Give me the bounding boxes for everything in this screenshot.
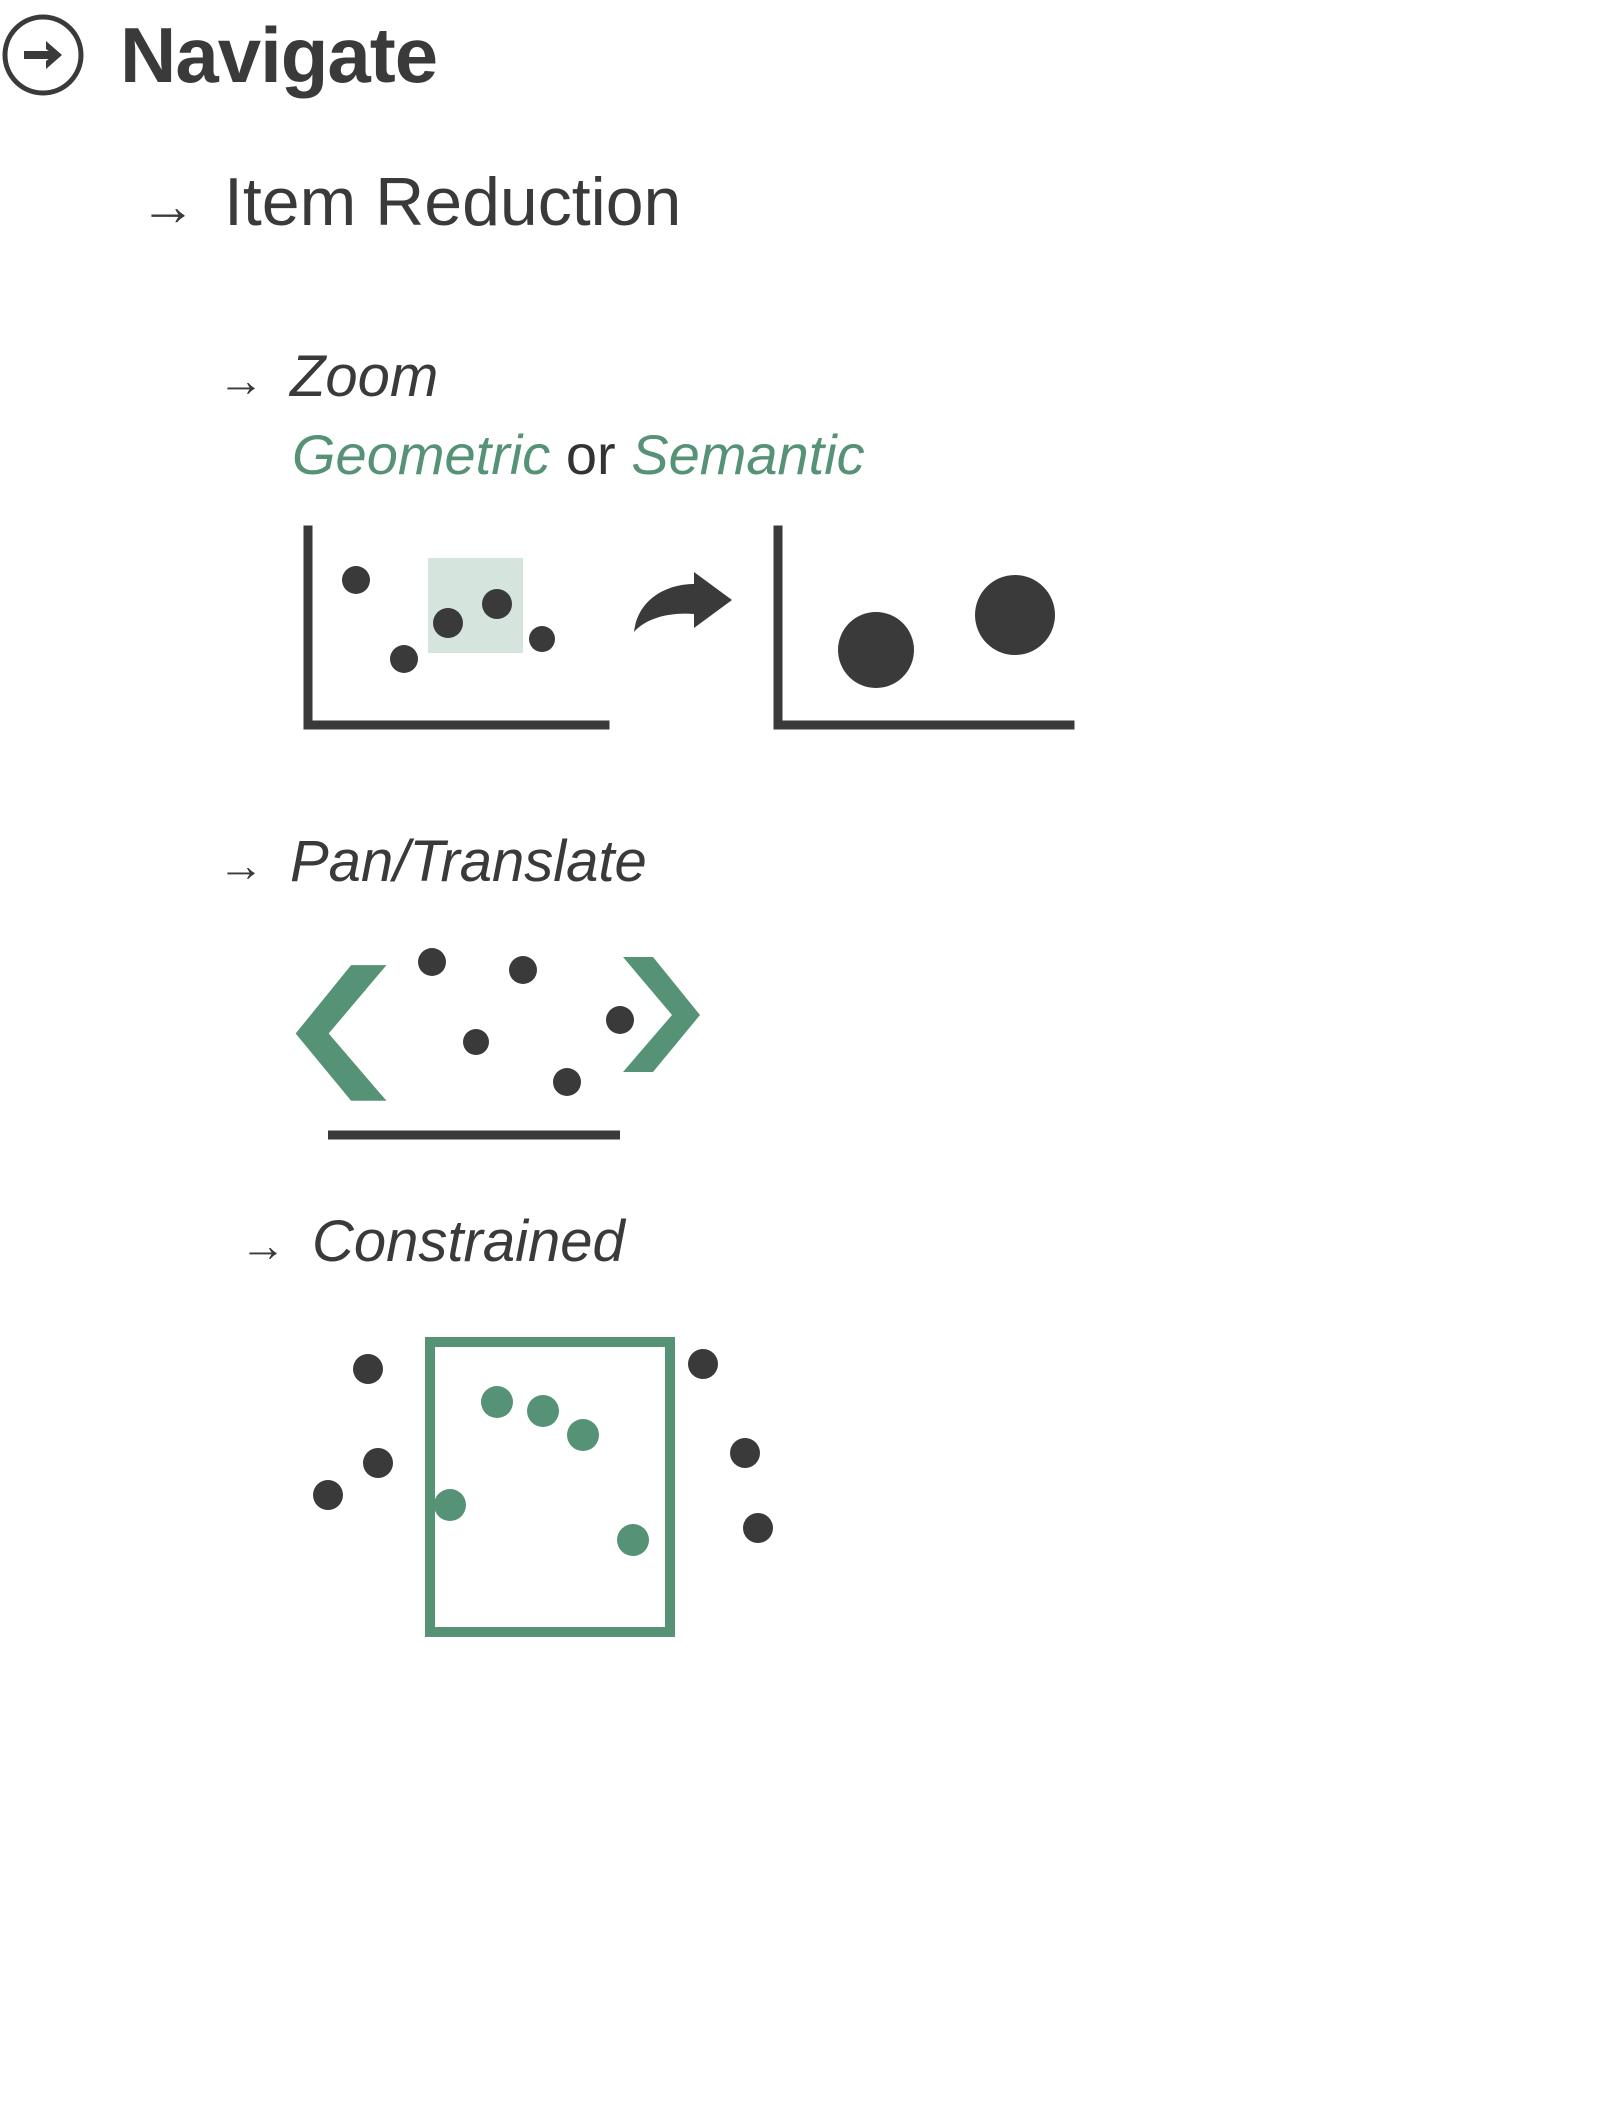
arrow-right-icon: →: [240, 1219, 286, 1271]
scatter-point: [418, 948, 446, 976]
scatter-point: [606, 1006, 634, 1034]
outline-label-zoom: Zoom: [290, 344, 439, 409]
scatter-point-outside: [688, 1349, 718, 1379]
scatter-point: [463, 1029, 489, 1055]
left-plot-axis: [303, 525, 610, 730]
constrained-illustration: [290, 1310, 810, 1640]
scatter-point-outside: [363, 1448, 393, 1478]
outline-item-constrained: → Constrained: [240, 1213, 625, 1271]
scatter-point-large: [838, 612, 914, 688]
right-plot-axis: [773, 525, 1075, 730]
zoom-caption-geometric: Geometric: [292, 423, 551, 486]
scatter-point: [342, 566, 370, 594]
scatter-point: [433, 608, 463, 638]
scatter-point-outside: [743, 1513, 773, 1543]
zoom-caption-semantic: Semantic: [631, 423, 865, 486]
scatter-point-inside: [567, 1419, 599, 1451]
outline-item-pan-translate: → Pan/Translate: [218, 833, 647, 891]
outline-item-zoom: → Zoom: [218, 348, 438, 406]
pan-illustration: [290, 920, 710, 1150]
scatter-point: [553, 1068, 581, 1096]
scatter-point: [482, 589, 512, 619]
page-title: Navigate: [120, 11, 438, 99]
outline-label-constrained: Constrained: [312, 1209, 625, 1274]
zoom-illustration: [280, 520, 1080, 760]
zoom-caption-connector: or: [550, 423, 632, 486]
scatter-point-inside: [434, 1489, 466, 1521]
scatter-point: [509, 956, 537, 984]
page-header: Navigate: [0, 11, 438, 99]
scatter-point-inside: [481, 1386, 513, 1418]
arrow-right-icon: →: [218, 839, 264, 891]
constraint-box: [425, 1337, 675, 1637]
zoom-caption: Geometric or Semantic: [292, 427, 865, 483]
outline-label-pan-translate: Pan/Translate: [290, 829, 647, 894]
curved-arrow-right-icon: [634, 572, 732, 632]
scatter-point: [529, 626, 555, 652]
scatter-point-outside: [353, 1354, 383, 1384]
circle-arrow-right-icon: [2, 14, 84, 96]
arrow-right-icon: →: [140, 174, 196, 237]
scatter-point-outside: [730, 1438, 760, 1468]
scatter-point-inside: [617, 1524, 649, 1556]
chevron-right-icon: [623, 957, 700, 1072]
arrow-right-icon: →: [218, 354, 264, 406]
chevron-left-icon: [295, 965, 387, 1101]
scatter-point-large: [975, 575, 1055, 655]
outline-label-item-reduction: Item Reduction: [224, 164, 682, 240]
outline-item-item-reduction: → Item Reduction: [140, 168, 681, 236]
scatter-point: [390, 645, 418, 673]
scatter-point-inside: [527, 1395, 559, 1427]
scatter-point-outside: [313, 1480, 343, 1510]
